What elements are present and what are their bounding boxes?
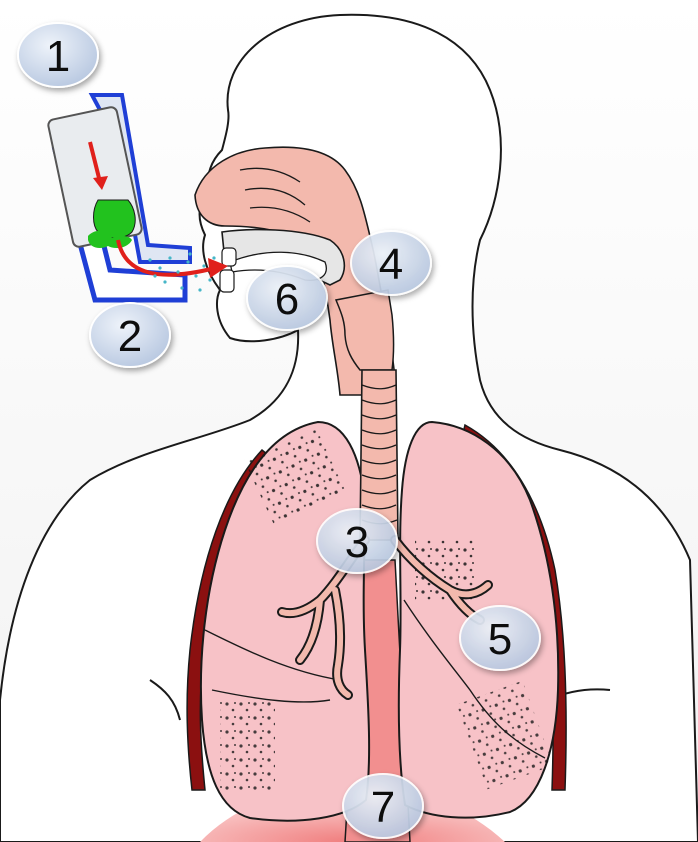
teeth-upper [222,248,236,266]
badge-6-label: 6 [275,275,299,324]
badge-2-label: 2 [118,312,142,361]
left-lung-speckle-lower [220,700,275,790]
badge-3: 3 [317,509,397,573]
badge-5: 5 [460,606,540,670]
badge-4: 4 [351,231,431,295]
badge-6: 6 [247,266,327,330]
badge-1-label: 1 [46,32,70,81]
badge-4-label: 4 [379,240,403,289]
badge-7-label: 7 [371,783,395,832]
teeth-lower [220,270,234,292]
badge-3-label: 3 [345,518,369,567]
badge-5-label: 5 [488,615,512,664]
badge-2: 2 [90,303,170,367]
badge-1: 1 [18,23,98,87]
badge-7: 7 [343,774,423,838]
